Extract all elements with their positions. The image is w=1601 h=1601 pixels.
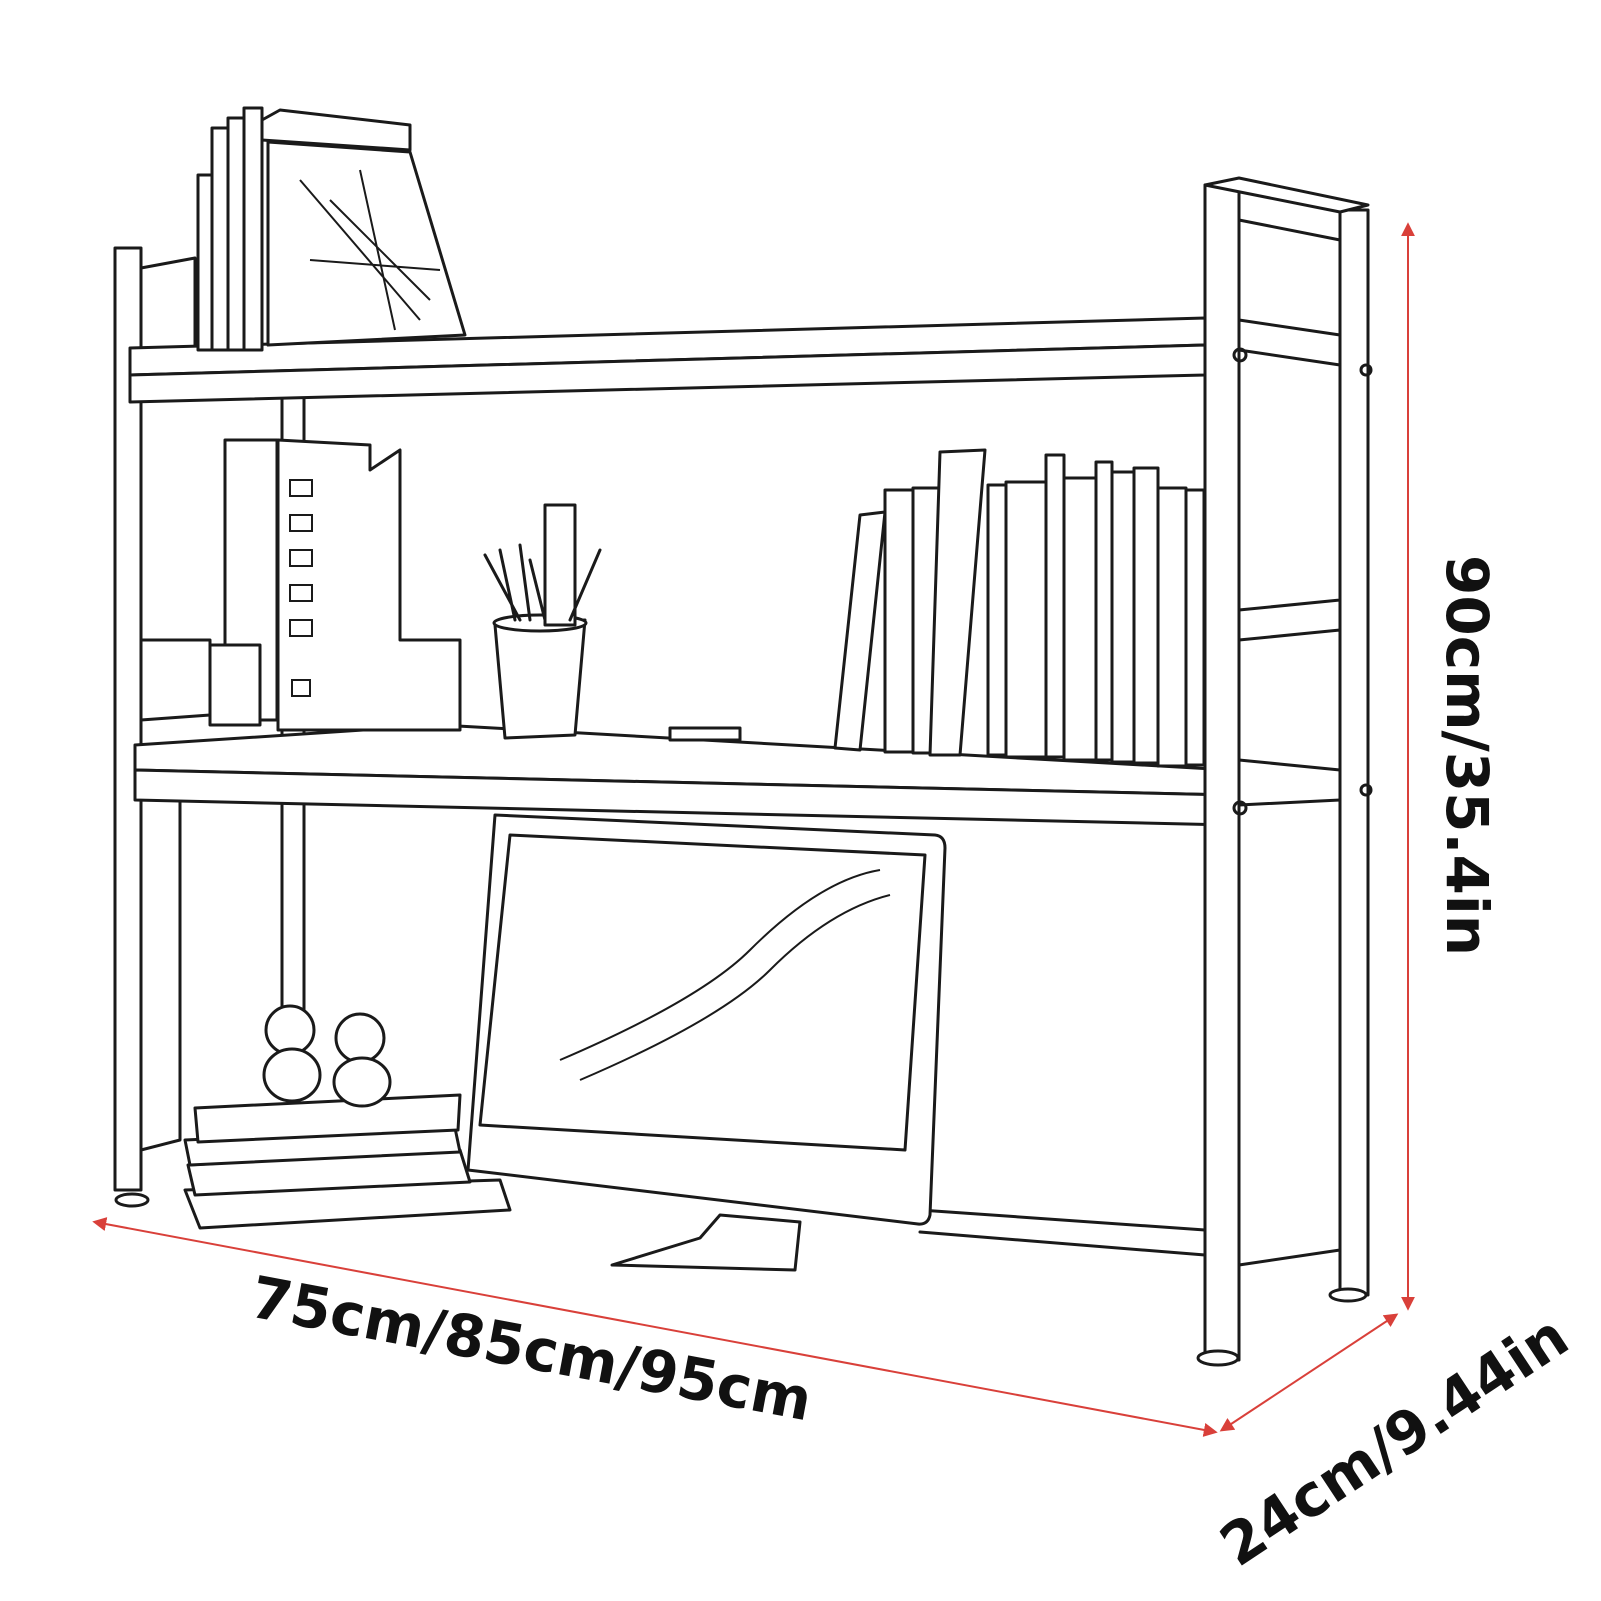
monitor [466,813,947,1272]
right-top-cap [1203,176,1370,214]
book-stack [183,1093,512,1230]
holder-pattern [299,169,441,331]
figurines [262,1004,392,1108]
figurine-head [334,1012,386,1064]
organizer-label [289,584,313,602]
organizer-handle [291,679,311,697]
foot-pad [1328,1287,1368,1303]
book [1184,488,1206,767]
organizer-label [289,619,313,637]
depth-dimension-label: 24cm/9.44in [1208,1302,1580,1580]
book [1044,453,1066,759]
book [1094,460,1114,762]
width-dimension-label: 75cm/85cm/95cm [245,1263,817,1435]
foot-pad [114,1192,150,1208]
organizer-label [289,514,313,532]
book [986,483,1008,757]
book [1156,486,1188,768]
book [242,106,264,352]
pen-cup [493,618,587,740]
book [928,448,987,757]
book [210,126,230,352]
organizer-label [289,479,313,497]
organizer-label [289,549,313,567]
left-side-panel-mid [139,398,212,722]
book [1110,470,1136,764]
book [1132,466,1160,765]
binder-base [208,643,262,727]
book [883,488,915,754]
monitor-screen [478,833,927,1152]
depth-dimension-line [1219,1313,1399,1432]
book [1062,476,1098,762]
middle-shelf-items [208,438,1206,768]
pen-holder [483,503,602,740]
right-side-rail-3 [1237,628,1342,772]
top-shelf-books [196,106,467,352]
foot-pad [1196,1349,1240,1367]
right-rear-post [1338,208,1370,1297]
clip [668,726,742,742]
ruler [543,503,577,627]
bottom-rear-rail [918,1208,1207,1257]
bolt-icon [1359,363,1373,377]
right-side-rail-2 [1237,348,1342,612]
magazine-holder [266,140,467,347]
book [196,173,214,352]
bolt-icon [1232,800,1248,816]
right-side-rail-4 [1237,798,1342,1267]
dimension-lines [92,222,1415,1437]
screen-galaxy [579,894,891,1081]
bolt-icon [1232,347,1248,363]
left-front-post [113,246,143,1192]
pens [483,543,602,622]
screen-galaxy [559,869,881,1061]
figurine-body [332,1056,392,1108]
figurine-body [262,1047,322,1103]
magazine-holder-top [260,108,412,152]
book-row [833,448,1206,768]
file-organizer [276,438,462,732]
book [226,116,246,352]
left-side-panel-bottom [139,773,182,1152]
figurine-head [264,1004,316,1056]
bolt-icon [1359,783,1373,797]
right-side-rail-1 [1237,218,1342,337]
right-front-post [1203,183,1241,1362]
book [833,510,887,752]
monitor-stand [610,1213,802,1272]
width-dimension-line [92,1217,1218,1437]
height-dimension-label: 90cm/35.4in [1433,555,1501,956]
left-side-panel-top [139,256,197,357]
monitor-body [466,813,947,1226]
book [1004,480,1048,759]
